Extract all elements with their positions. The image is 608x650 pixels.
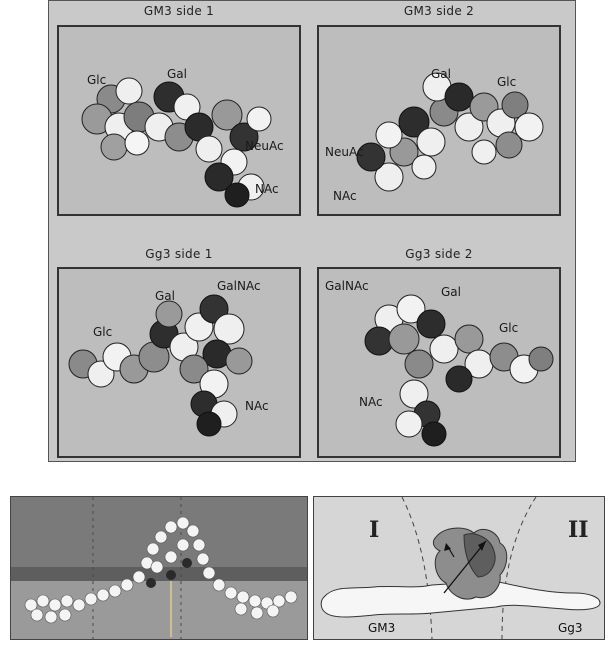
panel-gm3-side1: Glc Gal NeuAc NAc — [57, 25, 301, 216]
label-nac: NAc — [255, 182, 279, 196]
label-nac: NAc — [333, 189, 357, 203]
label-gm3-schematic: GM3 — [368, 621, 395, 635]
label-glc: Glc — [497, 75, 516, 89]
label-galnac: GalNAc — [217, 279, 261, 293]
label-nac: NAc — [245, 399, 269, 413]
gm3-side2-model — [319, 27, 559, 214]
panel-title-gg3-side1: Gg3 side 1 — [57, 247, 301, 261]
panel-gg3-side1: Gal GalNAc Glc NAc — [57, 267, 301, 458]
label-glc: Glc — [499, 321, 518, 335]
panel-title-gm3-side2: GM3 side 2 — [317, 4, 561, 18]
schematic-drawing — [314, 497, 604, 639]
label-neuac: NeuAc — [325, 145, 364, 159]
label-gal: Gal — [431, 67, 451, 81]
label-gal: Gal — [167, 67, 187, 81]
label-nac: NAc — [359, 395, 383, 409]
panel-gg3-side2: GalNAc Gal Glc NAc — [317, 267, 561, 458]
photo-model-drawing — [11, 497, 307, 639]
label-galnac: GalNAc — [325, 279, 369, 293]
gg3-side2-atoms — [365, 295, 553, 446]
gg3-side2-model — [319, 269, 559, 456]
model-photograph — [10, 496, 308, 640]
label-glc: Glc — [93, 325, 112, 339]
molecular-models-figure: GM3 side 1 — [48, 0, 576, 462]
gm3-side2-atoms — [357, 73, 543, 191]
gm3-side1-atoms — [82, 78, 271, 207]
gg3-side1-model — [59, 269, 299, 456]
label-gg3-schematic: Gg3 — [558, 621, 583, 635]
label-gal: Gal — [441, 285, 461, 299]
region-label-ii: II — [568, 517, 589, 543]
panel-gm3-side2: Gal Glc NeuAc NAc — [317, 25, 561, 216]
schematic-diagram: I II GM3 Gg3 — [313, 496, 605, 640]
region-label-i: I — [369, 517, 379, 543]
panel-title-gg3-side2: Gg3 side 2 — [317, 247, 561, 261]
panel-title-gm3-side1: GM3 side 1 — [57, 4, 301, 18]
label-gal: Gal — [155, 289, 175, 303]
label-glc: Glc — [87, 73, 106, 87]
gg3-side1-atoms — [69, 295, 252, 436]
label-neuac: NeuAc — [245, 139, 284, 153]
